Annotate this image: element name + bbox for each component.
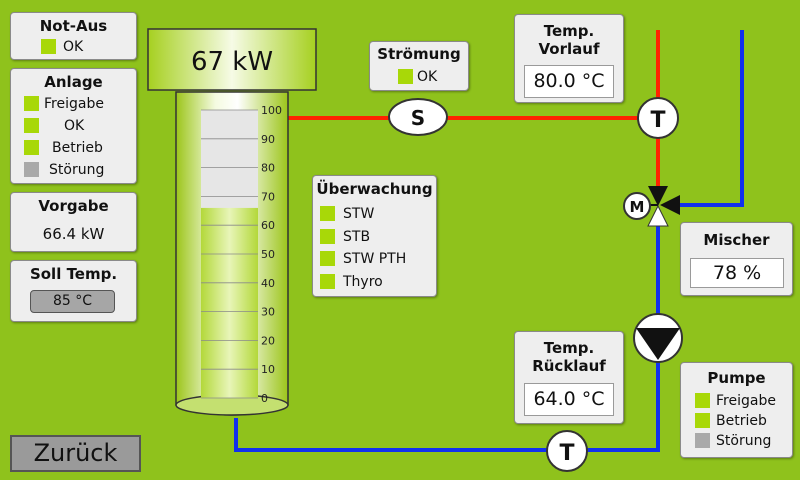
pumpe-freigabe-indicator	[695, 393, 710, 408]
mischer-value: 78 %	[690, 258, 784, 288]
boiler-header	[147, 28, 317, 91]
mischer-panel: Mischer 78 %	[680, 222, 793, 296]
return-temp-sensor: T	[546, 430, 588, 472]
pumpe-panel: Pumpe Freigabe Betrieb Störung	[680, 362, 793, 458]
anlage-title: Anlage	[44, 73, 103, 91]
mixer-motor-symbol: M	[630, 198, 645, 216]
pumpe-stoerung-label: Störung	[716, 433, 772, 449]
anlage-stoerung-indicator	[24, 162, 39, 177]
vorlauf-title-line1: Temp.	[543, 22, 595, 40]
return-temp-sensor-symbol: T	[559, 441, 574, 466]
stroemung-ok-indicator	[398, 69, 413, 84]
notaus-ok-label: OK	[63, 39, 84, 55]
boiler-power-value: 67 kW	[191, 47, 273, 77]
scale-tick-label: 100	[261, 104, 282, 117]
soll-temp-panel: Soll Temp. 85 °C	[10, 260, 137, 322]
scale-tick-label: 40	[261, 277, 275, 290]
anlage-betrieb-indicator	[24, 140, 39, 155]
pumpe-betrieb-indicator	[695, 413, 710, 428]
scale-tick-label: 0	[261, 392, 268, 405]
anlage-ok-indicator	[24, 118, 39, 133]
pumpe-betrieb-label: Betrieb	[716, 413, 767, 429]
notaus-title: Not-Aus	[39, 17, 108, 35]
ueberwachung-stw-indicator	[320, 206, 335, 221]
anlage-freigabe-label: Freigabe	[44, 96, 104, 112]
ueberwachung-stb-label: STB	[343, 229, 371, 245]
scale-tick-label: 10	[261, 363, 275, 376]
ruecklauf-panel: Temp. Rücklauf 64.0 °C	[514, 331, 624, 424]
pumpe-stoerung-indicator	[695, 433, 710, 448]
anlage-ok-label: OK	[64, 118, 85, 134]
scale-tick-label: 30	[261, 306, 275, 319]
pump	[633, 313, 683, 363]
vorlauf-title-line2: Vorlauf	[538, 40, 600, 58]
stroemung-ok-label: OK	[417, 69, 438, 85]
mischer-title: Mischer	[703, 231, 770, 249]
scale-tick-label: 70	[261, 190, 275, 203]
ruecklauf-value: 64.0 °C	[524, 383, 614, 416]
anlage-freigabe-indicator	[24, 96, 39, 111]
supply-temp-sensor: T	[637, 97, 679, 139]
flow-sensor: S	[388, 98, 448, 136]
notaus-panel: Not-Aus OK	[10, 12, 137, 60]
scale-tick-label: 50	[261, 248, 275, 261]
supply-temp-sensor-symbol: T	[650, 108, 665, 133]
anlage-betrieb-label: Betrieb	[52, 140, 103, 156]
scale-tick-label: 20	[261, 334, 275, 347]
anlage-panel: Anlage Freigabe OK Betrieb Störung	[10, 68, 137, 184]
pumpe-title: Pumpe	[707, 369, 766, 387]
ueberwachung-title: Überwachung	[316, 180, 433, 198]
ruecklauf-title-line2: Rücklauf	[532, 357, 606, 375]
anlage-stoerung-label: Störung	[49, 162, 105, 178]
stroemung-title: Strömung	[377, 45, 461, 63]
scale-tick-label: 90	[261, 133, 275, 146]
vorlauf-panel: Temp. Vorlauf 80.0 °C	[514, 14, 624, 103]
ueberwachung-panel: Überwachung STW STB STW PTH Thyro	[312, 175, 437, 297]
ueberwachung-stwpth-label: STW PTH	[343, 251, 407, 267]
ueberwachung-thyro-indicator	[320, 274, 335, 289]
notaus-ok-indicator	[41, 39, 56, 54]
pumpe-freigabe-label: Freigabe	[716, 393, 776, 409]
return-pipe	[234, 30, 744, 452]
scale-tick-label: 60	[261, 219, 275, 232]
ueberwachung-stwpth-indicator	[320, 251, 335, 266]
vorgabe-title: Vorgabe	[38, 197, 109, 215]
vorgabe-panel: Vorgabe 66.4 kW	[10, 192, 137, 252]
stroemung-panel: Strömung OK	[369, 41, 469, 91]
flow-sensor-symbol: S	[411, 106, 425, 130]
soll-temp-input[interactable]: 85 °C	[30, 290, 115, 313]
mixer-motor-icon	[623, 192, 651, 220]
mixer-valve: M	[623, 186, 680, 227]
ueberwachung-thyro-label: Thyro	[343, 274, 383, 290]
ueberwachung-stb-indicator	[320, 229, 335, 244]
soll-temp-title: Soll Temp.	[29, 265, 118, 283]
back-button[interactable]: Zurück	[10, 435, 141, 472]
vorgabe-value: 66.4 kW	[42, 225, 105, 243]
ueberwachung-stw-label: STW	[343, 206, 375, 222]
vorlauf-value: 80.0 °C	[524, 65, 614, 98]
pump-icon	[636, 328, 680, 360]
ruecklauf-title-line1: Temp.	[543, 339, 595, 357]
scale-tick-label: 80	[261, 162, 275, 175]
level-gauge-fill	[201, 207, 258, 398]
